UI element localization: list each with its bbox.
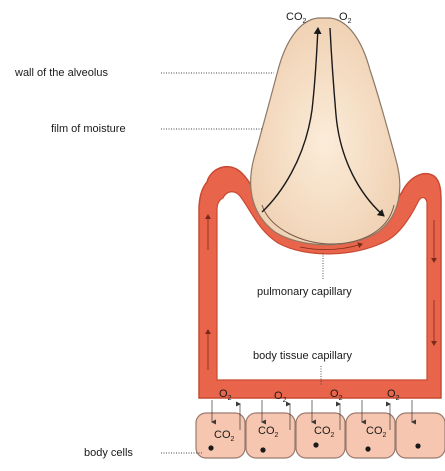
label-body-cells: body cells <box>84 447 133 459</box>
o2-top-label: O2 <box>339 11 352 25</box>
cell-nucleus <box>415 443 420 448</box>
label-wall-of-alveolus: wall of the alveolus <box>14 67 108 79</box>
co2-top-label: CO2 <box>286 11 307 25</box>
cell-nucleus <box>313 442 318 447</box>
label-pulmonary-capillary: pulmonary capillary <box>257 286 352 298</box>
label-body-tissue-capillary: body tissue capillary <box>253 350 353 362</box>
cell-nucleus <box>365 446 370 451</box>
cell-nucleus <box>260 447 265 452</box>
label-film-of-moisture: film of moisture <box>51 123 126 135</box>
cell-nucleus <box>208 445 213 450</box>
body-cell <box>396 413 445 458</box>
